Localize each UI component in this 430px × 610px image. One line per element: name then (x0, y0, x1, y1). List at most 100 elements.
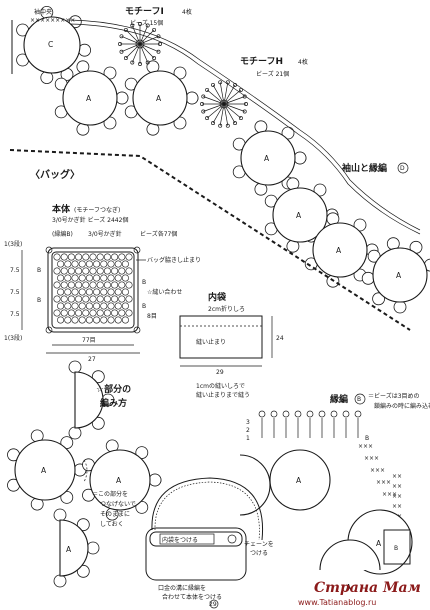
stitch-loop (205, 87, 210, 92)
grid-motif (78, 316, 86, 324)
stitch-loop (156, 49, 161, 54)
svg-text:B: B (357, 396, 361, 403)
edge-bead (342, 410, 350, 418)
bead-petal (86, 541, 100, 555)
grid-motif (121, 260, 129, 268)
star-motif-a-1 (14, 439, 76, 501)
grid-motif (82, 253, 90, 261)
grid-motif (111, 267, 119, 275)
svg-text:そのままに: そのままに (100, 511, 130, 518)
svg-text:29: 29 (216, 369, 224, 376)
stitch-loop (233, 121, 237, 126)
svg-text:A: A (86, 94, 92, 103)
bead-petal (68, 360, 82, 374)
grid-motif (85, 288, 93, 296)
bead-petal (53, 574, 67, 588)
bag-section: 〈バッグ〉 本体 (モチーフつなぎ) 3/0号かぎ針 ビーズ 2442個 (縁編… (4, 168, 284, 399)
stitch-spoke (139, 25, 149, 45)
stitch-loop (201, 94, 206, 99)
grid-motif (57, 288, 65, 296)
grid-motif (53, 295, 61, 303)
grid-motif (121, 302, 129, 310)
grid-motif (67, 295, 75, 303)
stitch-spoke (121, 35, 141, 45)
grid-motif (96, 295, 104, 303)
stitch-loop (130, 23, 135, 28)
motif-h-title: モチーフH (240, 56, 283, 67)
edge-cross: ××× (370, 467, 385, 474)
stitch-loop (123, 56, 128, 61)
grid-motif (114, 316, 122, 324)
svg-text:×××××××××: ××××××××× (30, 17, 75, 24)
grid-motif (75, 309, 83, 317)
edge-bead (258, 410, 266, 418)
svg-text:A: A (346, 583, 352, 592)
grid-motif (114, 274, 122, 282)
bead-petal (313, 183, 327, 197)
grid-motif (60, 309, 68, 317)
grid-motif (60, 267, 68, 275)
motif-c (23, 16, 81, 74)
svg-text:縫い止まり: 縫い止まり (196, 338, 226, 346)
grid-motif (125, 309, 133, 317)
grid-motif (103, 309, 111, 317)
grid-motif (71, 288, 79, 296)
stitch-loop (130, 60, 135, 65)
grid-motif (93, 288, 101, 296)
svg-text:A: A (376, 539, 382, 548)
stitch-loop (138, 62, 142, 66)
grid-motif (103, 253, 111, 261)
grid-motif (118, 309, 126, 317)
bag-body (51, 251, 135, 329)
grid-motif (100, 288, 108, 296)
grid-motif (121, 316, 129, 324)
bag-start-label: バッグ脇きし止まり (147, 256, 201, 264)
svg-text:B: B (142, 279, 146, 286)
svg-text:2cm折りしろ: 2cm折りしろ (208, 305, 245, 313)
stitch-loop (118, 42, 122, 46)
stitch-loop (211, 82, 215, 87)
grid-motif (125, 253, 133, 261)
stitch-spoke (203, 96, 225, 105)
bead-petal (361, 271, 375, 285)
grid-motif (107, 302, 115, 310)
bead-petal (53, 508, 67, 522)
grid-motif (111, 295, 119, 303)
stitch-spoke (223, 96, 245, 105)
edge-cross: ××× (364, 455, 379, 462)
stitch-loop (242, 109, 247, 114)
stitch-loop (145, 60, 150, 65)
bead-petal (91, 370, 105, 384)
stitch-spoke (223, 89, 242, 105)
grid-motif (111, 281, 119, 289)
stitch-loop (145, 23, 150, 28)
grid-motif (125, 281, 133, 289)
svg-text:1cmの縫いしろで: 1cmの縫いしろで (196, 382, 245, 390)
grid-motif (107, 316, 115, 324)
svg-text:24: 24 (276, 335, 284, 342)
grid-motif (82, 267, 90, 275)
bead-petal (148, 473, 162, 487)
grid-motif (96, 309, 104, 317)
stitch-loop (211, 121, 215, 126)
stitch-spoke (121, 43, 141, 53)
grid-motif (64, 302, 72, 310)
grid-motif (118, 267, 126, 275)
grid-motif (75, 281, 83, 289)
stitch-spoke (219, 82, 225, 105)
stitch-loop (123, 27, 128, 32)
stitch-spoke (125, 43, 141, 59)
grid-motif (103, 281, 111, 289)
bead-petal (393, 300, 407, 314)
grid-motif (125, 267, 133, 275)
grid-motif (121, 288, 129, 296)
stitch-loop (119, 34, 124, 39)
svg-text:A: A (296, 476, 302, 485)
svg-text:A: A (396, 271, 402, 280)
svg-text:B: B (37, 297, 41, 304)
edge-bead (354, 410, 362, 418)
motif-h (200, 80, 248, 128)
grid-motif (60, 295, 68, 303)
svg-text:3: 3 (246, 419, 250, 426)
grid-motif (89, 281, 97, 289)
